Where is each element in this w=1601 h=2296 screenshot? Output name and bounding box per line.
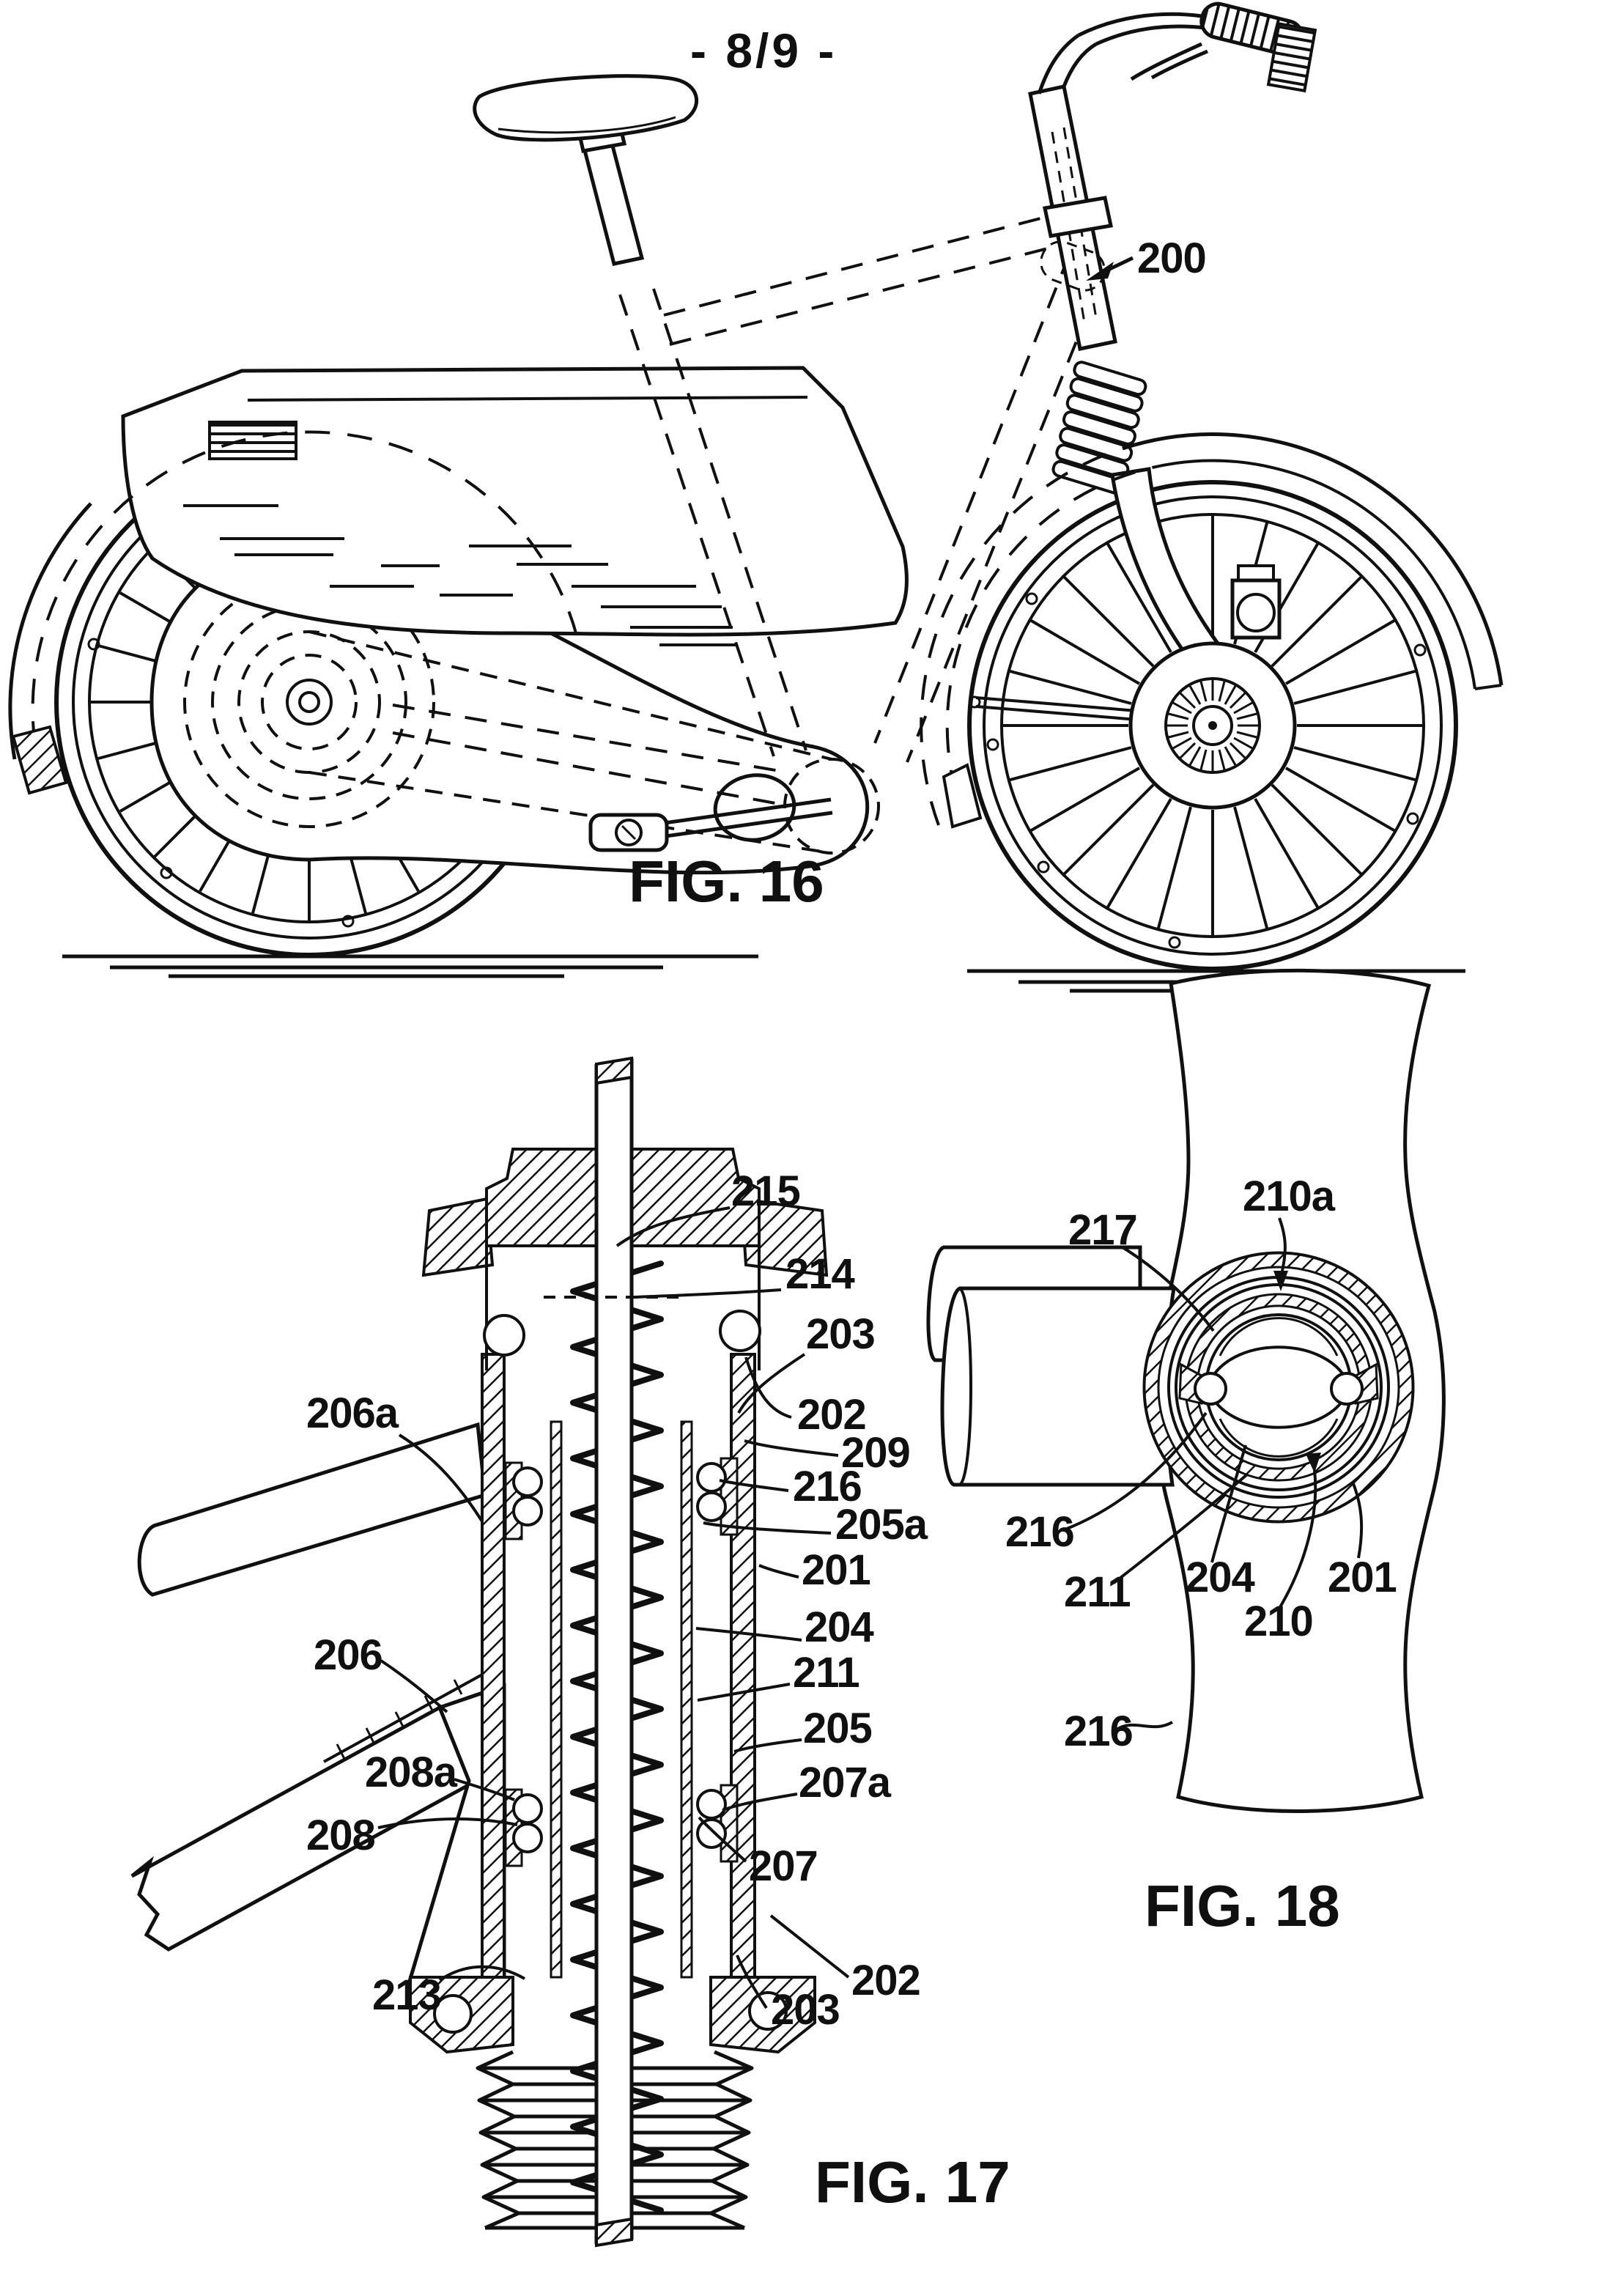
fig17-drawing: 215 214 203 202 209 216 205a 201 204 211… bbox=[130, 1056, 1010, 2248]
fig17-label-203b: 203 bbox=[771, 1986, 840, 2034]
fig17-label-206: 206 bbox=[314, 1631, 382, 1679]
inner-tube-right bbox=[680, 1420, 693, 1979]
fig17-label-207a: 207a bbox=[799, 1759, 892, 1806]
fig17-leaders bbox=[377, 1206, 850, 2009]
fig18-label-204: 204 bbox=[1186, 1554, 1255, 1601]
handlebar bbox=[1037, 1, 1317, 95]
fig17-label-205: 205 bbox=[803, 1705, 872, 1752]
front-hub bbox=[1128, 641, 1297, 810]
hub-ticks bbox=[1167, 680, 1258, 771]
fig17-label-203t: 203 bbox=[806, 1310, 875, 1358]
control-box bbox=[1266, 22, 1317, 93]
bearing-balls bbox=[483, 1310, 761, 1853]
steerer-bore bbox=[1205, 1346, 1352, 1429]
arrowhead-210a bbox=[1273, 1271, 1288, 1291]
head-tube bbox=[1028, 84, 1117, 351]
fig17-label-207: 207 bbox=[749, 1842, 818, 1890]
seat bbox=[473, 74, 698, 266]
panel-vent bbox=[208, 421, 297, 460]
fig17-label-211: 211 bbox=[793, 1649, 859, 1697]
roller-left bbox=[1194, 1372, 1227, 1406]
fig17-label-215: 215 bbox=[731, 1167, 800, 1215]
fig18-label-201: 201 bbox=[1328, 1554, 1397, 1601]
panel-streaks bbox=[183, 504, 736, 646]
fig18-label-217: 217 bbox=[1068, 1206, 1137, 1254]
rear-fender bbox=[8, 430, 578, 795]
fig17-label-208: 208 bbox=[306, 1812, 375, 1859]
arrowhead-210 bbox=[1306, 1452, 1321, 1473]
frame-tubes bbox=[392, 217, 1105, 805]
fig17-label-204: 204 bbox=[805, 1603, 874, 1651]
brake-lever bbox=[1130, 42, 1208, 81]
fig18-label-216b: 216 bbox=[1064, 1708, 1133, 1755]
fig16-drawing: 200 FIG. 16 bbox=[8, 1, 1504, 993]
attached-tubes bbox=[130, 1422, 506, 1981]
bottom-flanges bbox=[409, 1976, 816, 2054]
roller-right bbox=[1330, 1372, 1364, 1406]
body-panel bbox=[121, 366, 909, 646]
front-fender bbox=[920, 432, 1504, 829]
front-wheel bbox=[967, 480, 1458, 971]
sheet-number: - 8/9 - bbox=[690, 23, 837, 78]
entering-tubes bbox=[926, 1245, 1176, 1487]
fig17-label-205a: 205a bbox=[835, 1501, 928, 1548]
fig18-drawing: 217 210a 216 211 204 210 201 216 FIG. 18 bbox=[926, 968, 1446, 1938]
fig17-label-206a: 206a bbox=[306, 1389, 399, 1437]
fig18-caption: FIG. 18 bbox=[1145, 1873, 1340, 1938]
fig17-label-213: 213 bbox=[372, 1971, 441, 2019]
steerer-shaft bbox=[544, 1056, 685, 2248]
fig17-label-216: 216 bbox=[793, 1463, 862, 1510]
front-spokes bbox=[1000, 513, 1425, 938]
fig17-label-214: 214 bbox=[785, 1250, 855, 1298]
fig16-label-200: 200 bbox=[1137, 235, 1206, 282]
chain-guard bbox=[149, 542, 880, 875]
fig18-label-210: 210 bbox=[1244, 1598, 1313, 1645]
fig16-caption: FIG. 16 bbox=[629, 849, 824, 914]
fig17-label-201: 201 bbox=[802, 1546, 870, 1594]
fig18-label-216l: 216 bbox=[1005, 1508, 1074, 1556]
fig18-label-210a: 210a bbox=[1243, 1173, 1336, 1220]
fig18-leaders bbox=[1066, 1217, 1364, 1731]
fig17-label-208a: 208a bbox=[365, 1749, 458, 1796]
fig17-label-202t: 202 bbox=[797, 1391, 866, 1439]
brake-bracket bbox=[1230, 564, 1282, 640]
bearing-rings bbox=[1142, 1251, 1415, 1524]
fig16-ref-200: 200 bbox=[1086, 235, 1207, 282]
inner-tube-left bbox=[550, 1420, 563, 1979]
pedal-crank bbox=[588, 797, 833, 852]
fig17-caption: FIG. 17 bbox=[815, 2149, 1010, 2215]
fig17-label-209: 209 bbox=[841, 1429, 910, 1477]
fig18-label-211: 211 bbox=[1064, 1568, 1131, 1616]
fig17-label-202b: 202 bbox=[851, 1957, 920, 2004]
